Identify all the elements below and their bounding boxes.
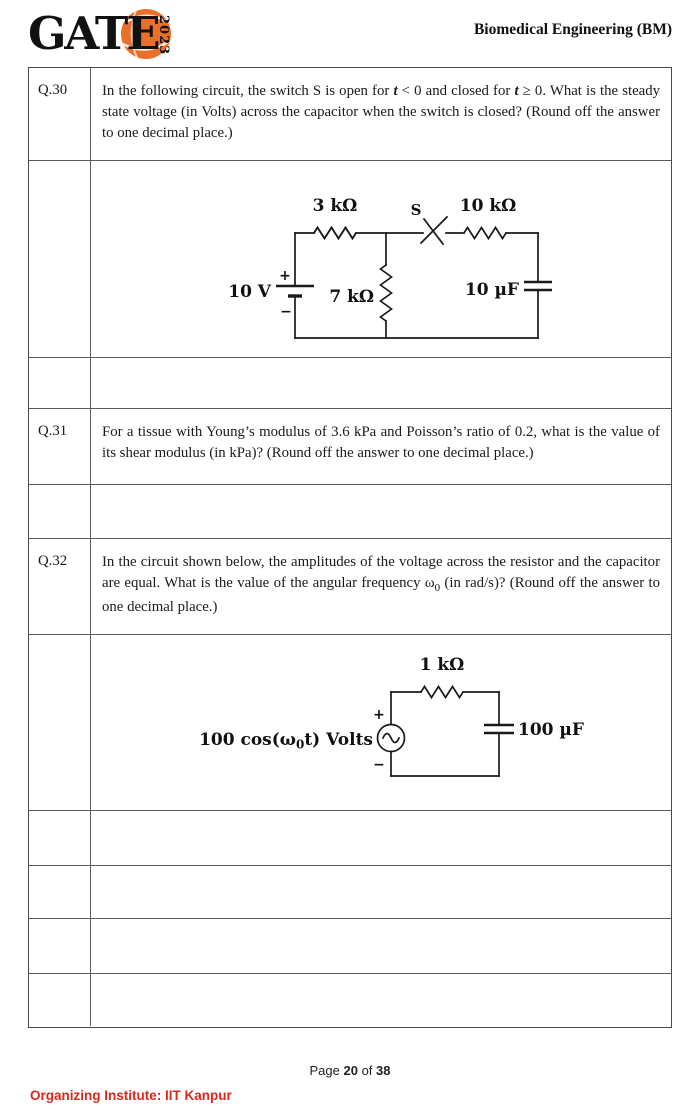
table-row-empty bbox=[29, 919, 671, 974]
minus-sign: − bbox=[280, 304, 292, 320]
of-word: of bbox=[357, 1063, 377, 1078]
table-row-q30-circuit: 3 kΩ S 10 kΩ 10 V + − 7 kΩ 10 µF bbox=[29, 161, 671, 358]
globe-swirl bbox=[125, 14, 167, 24]
label-capacitor-100uf: 100 µF bbox=[518, 720, 584, 740]
label-source-10v: 10 V bbox=[228, 282, 272, 302]
paper-title: Biomedical Engineering (BM) bbox=[473, 21, 672, 38]
empty-cell bbox=[91, 485, 671, 538]
table-row-q32-circuit: 1 kΩ + − 100 cos(ω0t) Volts 100 µF bbox=[29, 635, 671, 811]
page-total: 38 bbox=[376, 1063, 391, 1078]
ac-source-text: 100 cos(ω bbox=[199, 730, 296, 750]
plus-sign: + bbox=[373, 707, 385, 723]
switch-blade-icon bbox=[419, 215, 449, 245]
question-text-q32: In the circuit shown below, the amplitud… bbox=[91, 539, 671, 634]
math-var-t: t bbox=[393, 83, 398, 99]
table-row-q30-text: Q.30 In the following circuit, the switc… bbox=[29, 68, 671, 161]
math-var-t: t bbox=[514, 83, 519, 99]
q30-text-part: < 0 and closed for bbox=[397, 83, 515, 99]
q30-text-part: In the following circuit, the switch S i… bbox=[102, 83, 394, 99]
ac-source-text: t) Volts bbox=[304, 730, 373, 750]
circuit-diagram-rc-ac: 1 kΩ + − 100 cos(ω0t) Volts 100 µF bbox=[199, 655, 584, 777]
logo-year: 2023 bbox=[156, 15, 171, 55]
omega-subscript: 0 bbox=[434, 582, 441, 595]
label-resistor-1k: 1 kΩ bbox=[420, 655, 465, 675]
label-resistor-7k: 7 kΩ bbox=[329, 287, 374, 307]
plus-sign: + bbox=[279, 268, 291, 284]
empty-number-cell bbox=[29, 811, 91, 865]
empty-cell bbox=[91, 974, 671, 1026]
empty-number-cell bbox=[29, 358, 91, 408]
q30-text-part: ≥ 0. What is the steady state voltage (i… bbox=[102, 83, 661, 142]
resistor-7k-icon bbox=[379, 263, 393, 323]
circuit-q32: 1 kΩ + − 100 cos(ω0t) Volts 100 µF bbox=[91, 635, 672, 810]
globe-swirl bbox=[130, 9, 138, 59]
label-capacitor-10uf: 10 µF bbox=[465, 280, 519, 300]
circuit-diagram-rc-switch: 3 kΩ S 10 kΩ 10 V + − 7 kΩ 10 µF bbox=[228, 196, 552, 339]
empty-number-cell bbox=[29, 485, 91, 538]
question-number: Q.30 bbox=[29, 68, 91, 160]
sine-wave-icon bbox=[381, 732, 401, 744]
table-row-empty bbox=[29, 974, 671, 1026]
question-text-q31: For a tissue with Young’s modulus of 3.6… bbox=[91, 409, 671, 484]
label-switch: S bbox=[411, 201, 422, 219]
empty-cell bbox=[91, 811, 671, 865]
page-indicator: Page 20 of 38 bbox=[0, 1063, 700, 1078]
minus-sign: − bbox=[373, 757, 385, 773]
empty-number-cell bbox=[29, 919, 91, 973]
question-number: Q.32 bbox=[29, 539, 91, 634]
table-row-q32-text: Q.32 In the circuit shown below, the amp… bbox=[29, 539, 671, 635]
page-word: Page bbox=[309, 1063, 344, 1078]
label-ac-source: 100 cos(ω0t) Volts bbox=[199, 730, 373, 752]
globe-swirl bbox=[122, 40, 169, 51]
resistor-3k-icon bbox=[312, 225, 358, 241]
q32-text-part: In the circuit shown below, the amplitud… bbox=[102, 554, 660, 592]
q32-text-part: (in rad/s)? (Round off the answer to one… bbox=[102, 575, 660, 615]
resistor-1k-icon bbox=[419, 684, 465, 700]
switch-blade-icon bbox=[422, 217, 445, 246]
organizing-institute: Organizing Institute: IIT Kanpur bbox=[30, 1088, 232, 1103]
table-row-empty bbox=[29, 866, 671, 919]
question-number: Q.31 bbox=[29, 409, 91, 484]
logo-wordmark: GATE bbox=[28, 7, 159, 60]
question-table: Q.30 In the following circuit, the switc… bbox=[28, 67, 672, 1028]
empty-cell bbox=[91, 866, 671, 918]
resistor-10k-icon bbox=[462, 225, 508, 241]
q31-text: For a tissue with Young’s modulus of 3.6… bbox=[102, 424, 660, 462]
gate-2023-logo: GATE 2023 bbox=[28, 7, 171, 60]
empty-number-cell bbox=[29, 974, 91, 1026]
question-text-q30: In the following circuit, the switch S i… bbox=[91, 68, 671, 160]
label-resistor-3k: 3 kΩ bbox=[313, 196, 358, 216]
circuit-q30: 3 kΩ S 10 kΩ 10 V + − 7 kΩ 10 µF bbox=[91, 161, 672, 357]
table-row-empty bbox=[29, 358, 671, 409]
empty-number-cell bbox=[29, 635, 91, 810]
page-number: 20 bbox=[343, 1063, 358, 1078]
ac-source-sub: 0 bbox=[296, 738, 304, 752]
empty-number-cell bbox=[29, 866, 91, 918]
table-row-empty bbox=[29, 811, 671, 866]
table-row-q31-text: Q.31 For a tissue with Young’s modulus o… bbox=[29, 409, 671, 485]
table-row-empty bbox=[29, 485, 671, 539]
empty-number-cell bbox=[29, 161, 91, 357]
label-resistor-10k: 10 kΩ bbox=[460, 196, 517, 216]
empty-cell bbox=[91, 919, 671, 973]
omega-symbol: ω bbox=[424, 575, 435, 592]
empty-cell bbox=[91, 358, 671, 408]
